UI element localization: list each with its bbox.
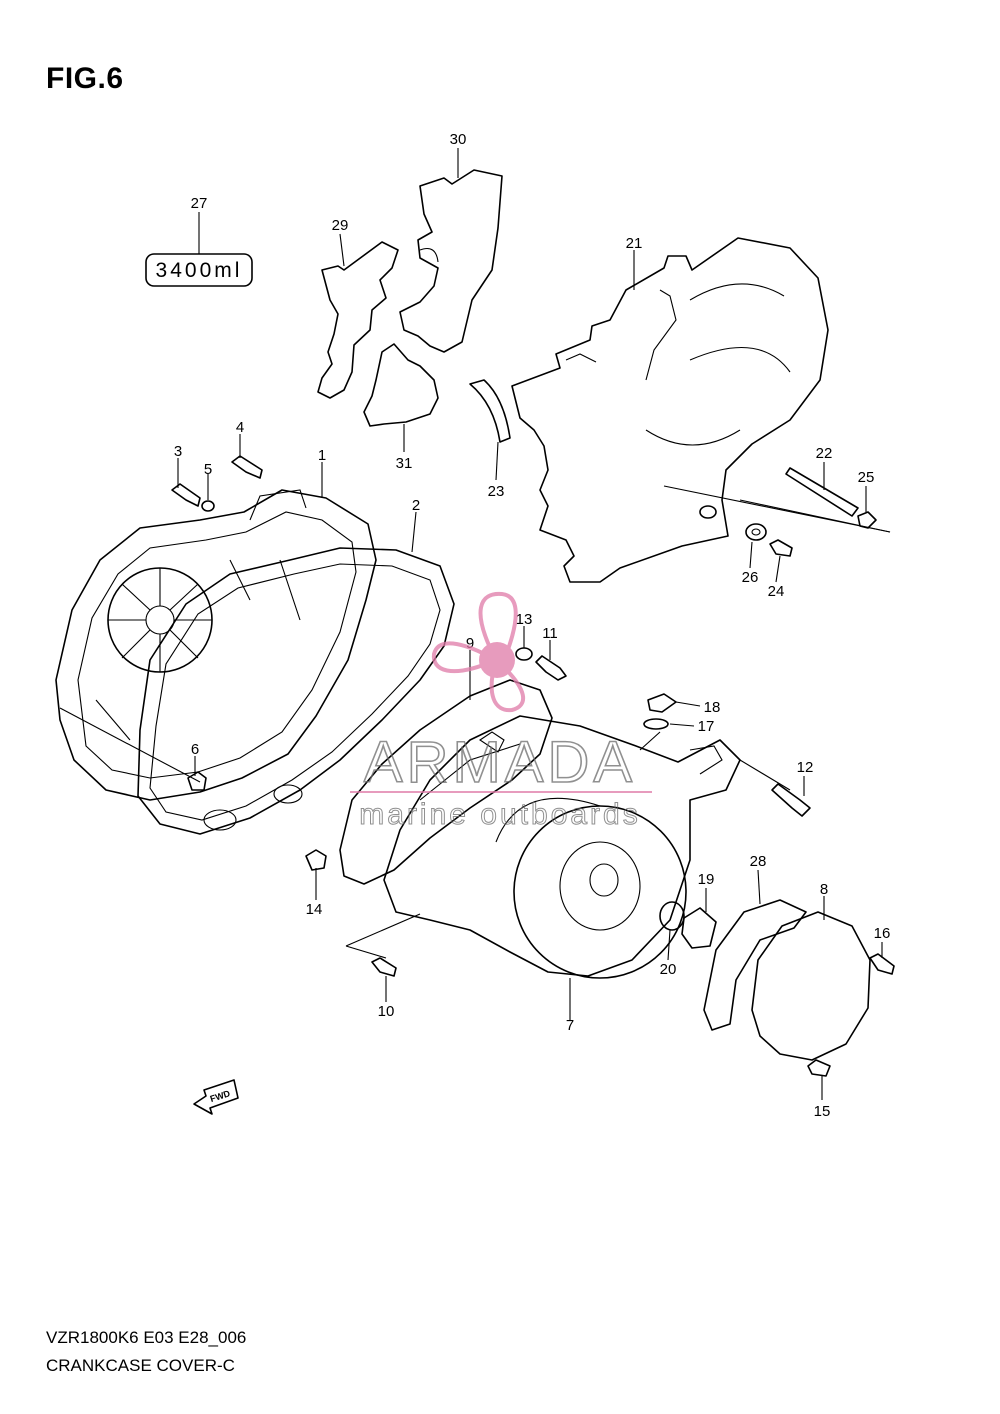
callout-14: 14: [306, 901, 323, 918]
callout-1: 1: [318, 447, 326, 464]
callout-17: 17: [698, 718, 715, 735]
bolt-10: [371, 957, 397, 977]
callout-22: 22: [816, 445, 833, 462]
clip-23: [469, 379, 511, 443]
callout-12: 12: [797, 759, 814, 776]
callout-16: 16: [874, 925, 891, 942]
panel-31: [363, 343, 439, 427]
o-ring-17: [643, 718, 669, 730]
callout-15: 15: [814, 1103, 831, 1120]
cap-19: [681, 907, 717, 949]
dowel-14: [305, 849, 327, 871]
pin-22: [785, 467, 859, 517]
callout-27: 27: [191, 195, 208, 212]
callout-3: 3: [174, 443, 182, 460]
callout-20: 20: [660, 961, 677, 978]
callout-21: 21: [626, 235, 643, 252]
callout-31: 31: [396, 455, 413, 472]
figure-title: FIG.6: [46, 62, 124, 95]
o-ring-20: [659, 901, 685, 931]
callout-29: 29: [332, 217, 349, 234]
callout-23: 23: [488, 483, 505, 500]
dowel-6: [187, 771, 207, 791]
callout-13: 13: [516, 611, 533, 628]
callout-7: 7: [566, 1017, 574, 1034]
bolt-3: [171, 483, 201, 507]
plug-18: [647, 693, 677, 713]
label-plate-27: 3400ml: [145, 212, 253, 287]
bolt-11: [535, 655, 567, 681]
bolt-24: [769, 539, 793, 557]
panel-29: [317, 241, 399, 399]
callout-4: 4: [236, 419, 244, 436]
crankcase-cover-1: [55, 489, 377, 801]
callout-26: 26: [742, 569, 759, 586]
bolt-15: [807, 1059, 831, 1077]
callout-24: 24: [768, 583, 785, 600]
fwd-arrow: FWD: [193, 1079, 239, 1115]
cover-plate-8: [751, 911, 871, 1061]
gasket-9: [339, 679, 553, 885]
washer-21a: [699, 505, 717, 519]
callout-numbers: 1 2 3 4 5 6 7 8 9 10 11 12 13 14 15 16 1…: [174, 131, 891, 1120]
callout-18: 18: [704, 699, 721, 716]
callout-6: 6: [191, 741, 199, 758]
label-plate-text: 3400ml: [156, 259, 243, 282]
diagram-caption: CRANKCASE COVER-C: [46, 1356, 235, 1375]
crankcase-cover-7: [383, 715, 741, 979]
watermark-tagline: marine outboards: [359, 798, 640, 831]
callout-19: 19: [698, 871, 715, 888]
leader-lines: [59, 148, 883, 1100]
bolt-12: [771, 783, 811, 817]
callout-2: 2: [412, 497, 420, 514]
sprocket-cover-21: [511, 237, 829, 583]
callout-25: 25: [858, 469, 875, 486]
bolt-16: [869, 953, 895, 975]
gasket-28: [703, 899, 807, 1031]
grommet-26: [745, 523, 767, 541]
propeller-logo-icon: [431, 591, 526, 713]
washer-13: [515, 647, 533, 661]
watermark: ARMADA marine outboards: [350, 591, 652, 832]
callout-28: 28: [750, 853, 767, 870]
watermark-brand: ARMADA: [364, 730, 636, 795]
nut-25: [857, 511, 877, 529]
callout-9: 9: [466, 635, 474, 652]
washer-5: [201, 500, 215, 512]
callout-8: 8: [820, 881, 828, 898]
callout-30: 30: [450, 131, 467, 148]
bolt-4: [231, 455, 263, 479]
model-code: VZR1800K6 E03 E28_006: [46, 1328, 247, 1347]
callout-11: 11: [542, 625, 558, 642]
callout-10: 10: [378, 1003, 395, 1020]
callout-5: 5: [204, 461, 212, 478]
panel-30: [399, 169, 503, 353]
